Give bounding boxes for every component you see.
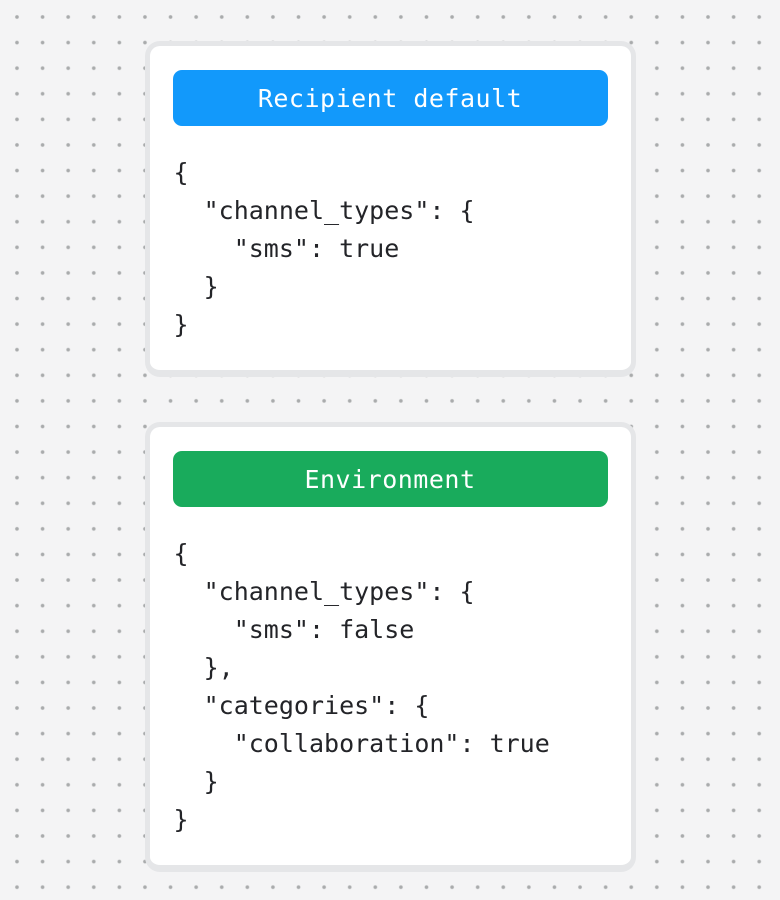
recipient-default-json-code: { "channel_types": { "sms": true } } — [173, 158, 475, 339]
recipient-default-header-badge: Recipient default — [172, 70, 608, 126]
environment-header-badge: Environment — [172, 451, 608, 507]
environment-card: Environment { "channel_types": { "sms": … — [144, 422, 636, 872]
environment-json-code: { "channel_types": { "sms": false }, "ca… — [173, 539, 550, 834]
dotted-canvas: Recipient default { "channel_types": { "… — [144, 41, 636, 872]
recipient-default-card: Recipient default { "channel_types": { "… — [144, 41, 636, 377]
